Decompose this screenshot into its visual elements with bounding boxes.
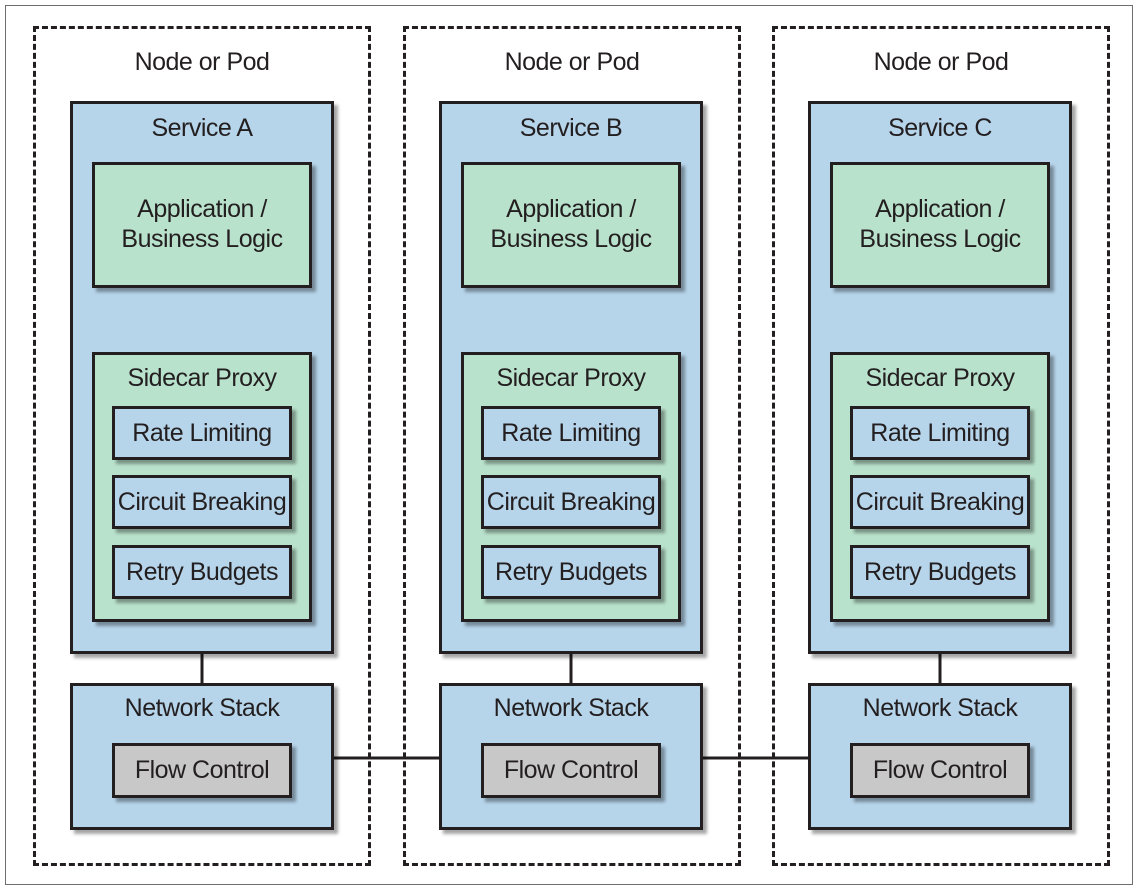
- diagram-frame: [5, 5, 1133, 885]
